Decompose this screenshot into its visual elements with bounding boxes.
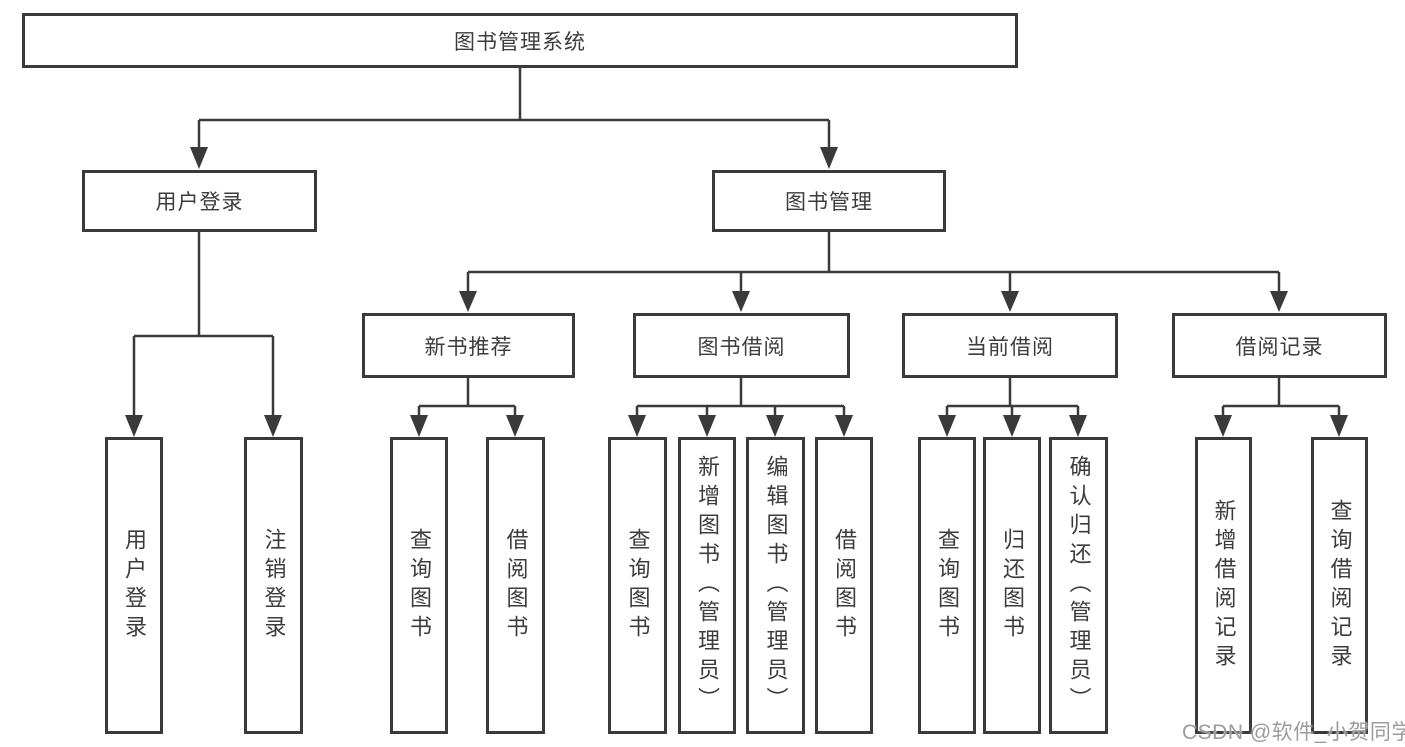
leaf-borrowing-query-books-label: 查询图书	[625, 527, 651, 644]
node-user-login: 用户登录	[82, 170, 317, 232]
node-user-login-label: 用户登录	[155, 191, 244, 214]
leaf-edit-books-admin-label: 编辑图书（管理员）	[763, 455, 789, 716]
node-book-borrowing: 图书借阅	[633, 313, 850, 378]
leaf-query-borrowing-record-label: 查询借阅记录	[1327, 498, 1353, 673]
leaf-borrowing-borrow-books: 借阅图书	[815, 437, 873, 734]
node-book-management: 图书管理	[712, 170, 946, 232]
leaf-return-books: 归还图书	[983, 437, 1041, 734]
leaf-confirm-return-admin: 确认归还（管理员）	[1049, 437, 1108, 734]
leaf-current-query-books-label: 查询图书	[935, 527, 960, 644]
node-new-book-recommend-label: 新书推荐	[424, 335, 513, 359]
leaf-newrec-borrow-books-label: 借阅图书	[503, 527, 529, 644]
leaf-add-books-admin: 新增图书（管理员）	[678, 437, 736, 734]
leaf-confirm-return-admin-label: 确认归还（管理员）	[1066, 455, 1092, 716]
leaf-query-borrowing-record: 查询借阅记录	[1311, 437, 1368, 734]
leaf-borrowing-query-books: 查询图书	[608, 437, 667, 734]
leaf-return-books-label: 归还图书	[1000, 527, 1025, 644]
node-borrowing-records: 借阅记录	[1172, 313, 1387, 378]
node-book-borrowing-label: 图书借阅	[697, 335, 786, 359]
leaf-edit-books-admin: 编辑图书（管理员）	[746, 437, 805, 734]
node-borrowing-records-label: 借阅记录	[1235, 335, 1324, 359]
csdn-watermark: CSDN @软件_小贺同学	[1182, 721, 1405, 744]
leaf-newrec-query-books: 查询图书	[390, 437, 448, 734]
leaf-add-books-admin-label: 新增图书（管理员）	[695, 455, 720, 716]
leaf-newrec-borrow-books: 借阅图书	[486, 437, 545, 734]
leaf-newrec-query-books-label: 查询图书	[407, 527, 432, 644]
node-current-borrowing-label: 当前借阅	[966, 335, 1054, 359]
leaf-logout: 注销登录	[244, 437, 303, 734]
leaf-add-borrowing-record-label: 新增借阅记录	[1211, 498, 1237, 673]
leaf-user-login-label: 用户登录	[122, 527, 147, 644]
leaf-logout-label: 注销登录	[261, 527, 287, 644]
node-book-management-label: 图书管理	[785, 191, 873, 214]
node-current-borrowing: 当前借阅	[902, 313, 1118, 378]
node-new-book-recommend: 新书推荐	[362, 313, 575, 378]
leaf-user-login: 用户登录	[105, 437, 163, 734]
node-root: 图书管理系统	[22, 13, 1018, 68]
node-root-label: 图书管理系统	[454, 30, 586, 54]
leaf-borrowing-borrow-books-label: 借阅图书	[832, 527, 857, 644]
leaf-add-borrowing-record: 新增借阅记录	[1195, 437, 1252, 734]
leaf-current-query-books: 查询图书	[918, 437, 976, 734]
